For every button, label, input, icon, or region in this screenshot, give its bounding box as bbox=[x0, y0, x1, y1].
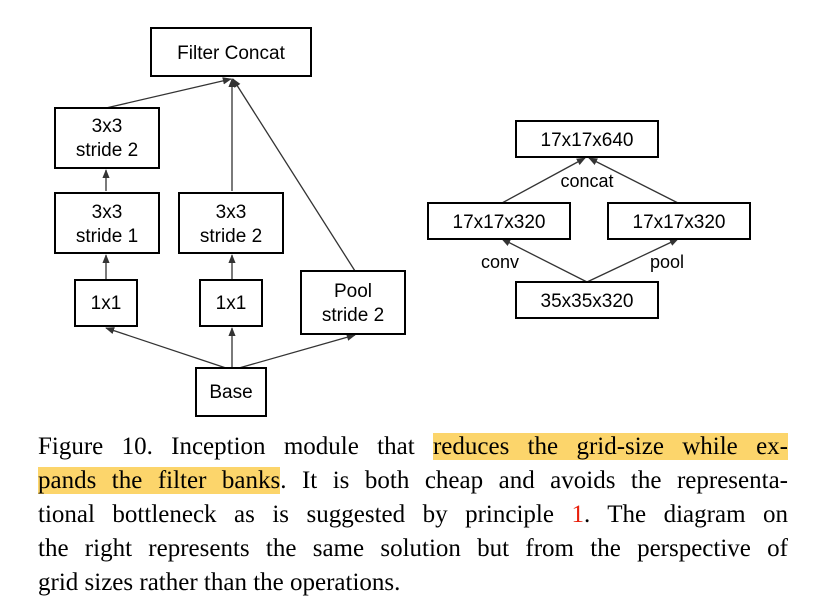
node-35x35x320: 35x35x320 bbox=[515, 281, 659, 319]
node-filter-concat: Filter Concat bbox=[150, 27, 312, 77]
node-17x17x640-label: 17x17x640 bbox=[541, 130, 634, 151]
node-3x3-stride2-b: 3x3 stride 2 bbox=[178, 192, 284, 254]
caption-text: grid sizes rather than the operations. bbox=[38, 569, 401, 596]
label-concat: concat bbox=[560, 171, 613, 191]
caption-highlight: pands the filter banks bbox=[38, 467, 281, 494]
caption-line-1: Figure 10. Inception module that reduces… bbox=[38, 430, 789, 464]
edge-pool-to-concat bbox=[232, 78, 356, 272]
node-pool-stride2: Pool stride 2 bbox=[300, 270, 406, 335]
caption-line-3: tional bottleneck as is suggested by pri… bbox=[38, 498, 788, 532]
node-35x35x320-label: 35x35x320 bbox=[541, 291, 634, 312]
principle-reference-link[interactable]: 1 bbox=[571, 501, 584, 528]
node-3x3-stride2-b-line1: 3x3 bbox=[216, 202, 247, 223]
node-1x1-b-label: 1x1 bbox=[216, 293, 247, 314]
node-base: Base bbox=[195, 367, 267, 417]
node-pool-stride2-line2: stride 2 bbox=[322, 305, 384, 326]
caption-text: tional bottleneck as is suggested by pri… bbox=[38, 501, 572, 528]
node-1x1-b: 1x1 bbox=[199, 279, 263, 327]
node-17x17x320-pool: 17x17x320 bbox=[607, 202, 751, 240]
node-3x3-stride1: 3x3 stride 1 bbox=[54, 192, 160, 254]
edge-pool-to-concat-right bbox=[588, 157, 679, 204]
inception-diagram-svg: Filter Concat 3x3 stride 2 3x3 stride 1 … bbox=[54, 27, 751, 417]
caption-highlight: reduces the grid-size while ex- bbox=[432, 433, 789, 460]
node-3x3-stride1-line2: stride 1 bbox=[76, 226, 138, 247]
node-pool-stride2-line1: Pool bbox=[334, 281, 372, 302]
node-3x3-stride2-b-line2: stride 2 bbox=[200, 226, 262, 247]
node-3x3-stride2-a: 3x3 stride 2 bbox=[54, 107, 160, 169]
figure-diagram: Filter Concat 3x3 stride 2 3x3 stride 1 … bbox=[54, 27, 751, 417]
edge-base-to-pool bbox=[231, 333, 356, 371]
node-17x17x320-pool-label: 17x17x320 bbox=[633, 212, 726, 233]
node-1x1-a: 1x1 bbox=[74, 279, 138, 327]
caption-line-5: grid sizes rather than the operations. bbox=[38, 566, 788, 600]
caption-text: Figure 10. Inception module that bbox=[38, 433, 433, 460]
label-conv: conv bbox=[481, 252, 519, 272]
node-17x17x640: 17x17x640 bbox=[515, 120, 659, 158]
caption-line-4: the right represents the same solution b… bbox=[38, 532, 788, 566]
node-17x17x320-conv-label: 17x17x320 bbox=[453, 212, 546, 233]
edge-conv-to-concat bbox=[501, 157, 586, 204]
node-3x3-stride2-a-line1: 3x3 bbox=[92, 116, 123, 137]
node-filter-concat-label: Filter Concat bbox=[177, 43, 285, 64]
node-3x3-stride1-line1: 3x3 bbox=[92, 202, 123, 223]
node-17x17x320-conv: 17x17x320 bbox=[427, 202, 571, 240]
edge-3x3-s2a-to-concat bbox=[105, 77, 232, 109]
node-1x1-a-label: 1x1 bbox=[91, 293, 122, 314]
caption-text: . It is both cheap and avoids the repres… bbox=[280, 467, 788, 494]
node-3x3-stride2-a-line2: stride 2 bbox=[76, 140, 138, 161]
edge-input-to-conv bbox=[501, 238, 588, 283]
node-base-label: Base bbox=[209, 382, 252, 403]
caption-text: the right represents the same solution b… bbox=[38, 535, 788, 562]
figure-caption: Figure 10. Inception module that reduces… bbox=[38, 430, 789, 600]
caption-text: . The diagram on bbox=[583, 501, 788, 528]
caption-line-2: pands the filter banks. It is both cheap… bbox=[38, 464, 788, 498]
edge-input-to-pool bbox=[586, 238, 679, 283]
label-pool: pool bbox=[650, 252, 684, 272]
edge-base-to-1x1-a bbox=[105, 327, 233, 371]
